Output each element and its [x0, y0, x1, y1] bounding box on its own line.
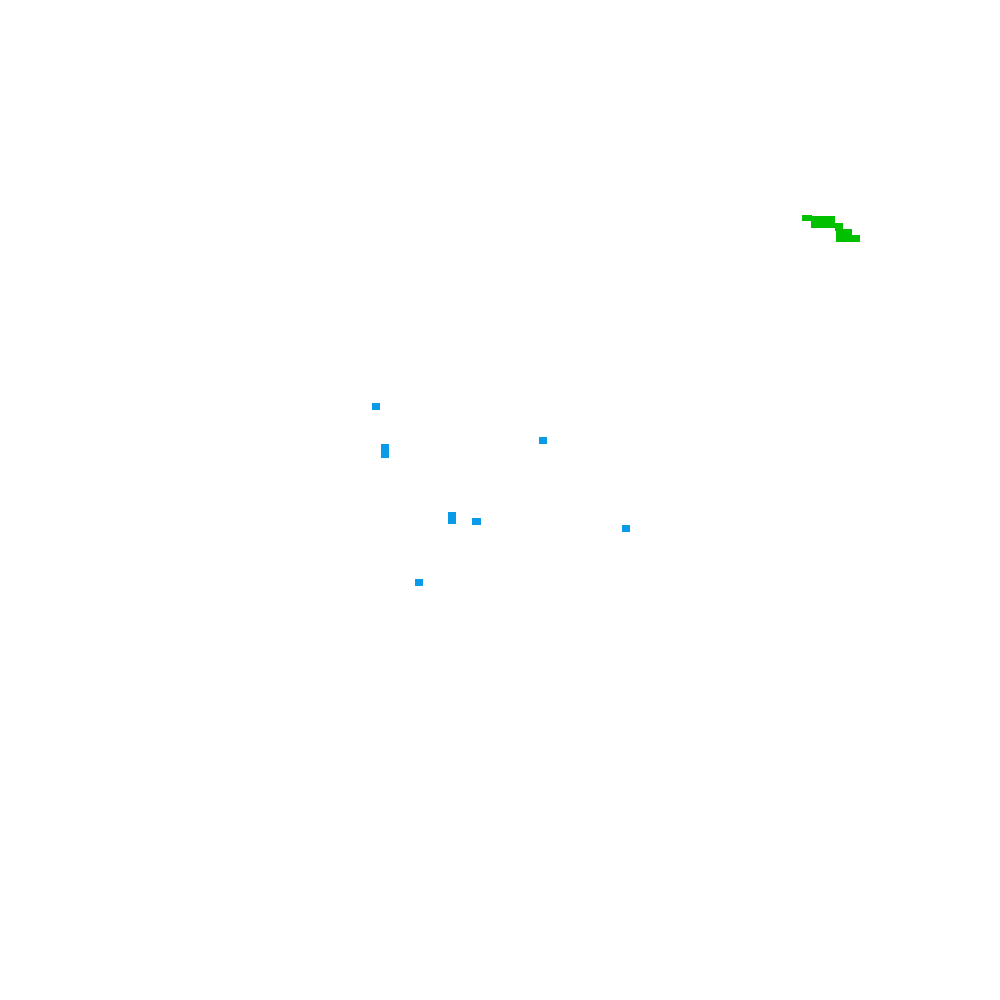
green-cell	[802, 215, 812, 221]
green-cell	[835, 223, 843, 231]
blue-cell	[372, 403, 380, 410]
blue-cell	[539, 437, 547, 444]
blue-cell	[381, 444, 389, 458]
blue-cell	[622, 525, 630, 532]
green-cell	[836, 235, 860, 242]
green-cell	[811, 216, 835, 228]
blue-cell	[472, 518, 481, 525]
blue-cell	[415, 579, 423, 586]
blue-cell	[448, 512, 456, 524]
green-cell	[836, 229, 852, 237]
